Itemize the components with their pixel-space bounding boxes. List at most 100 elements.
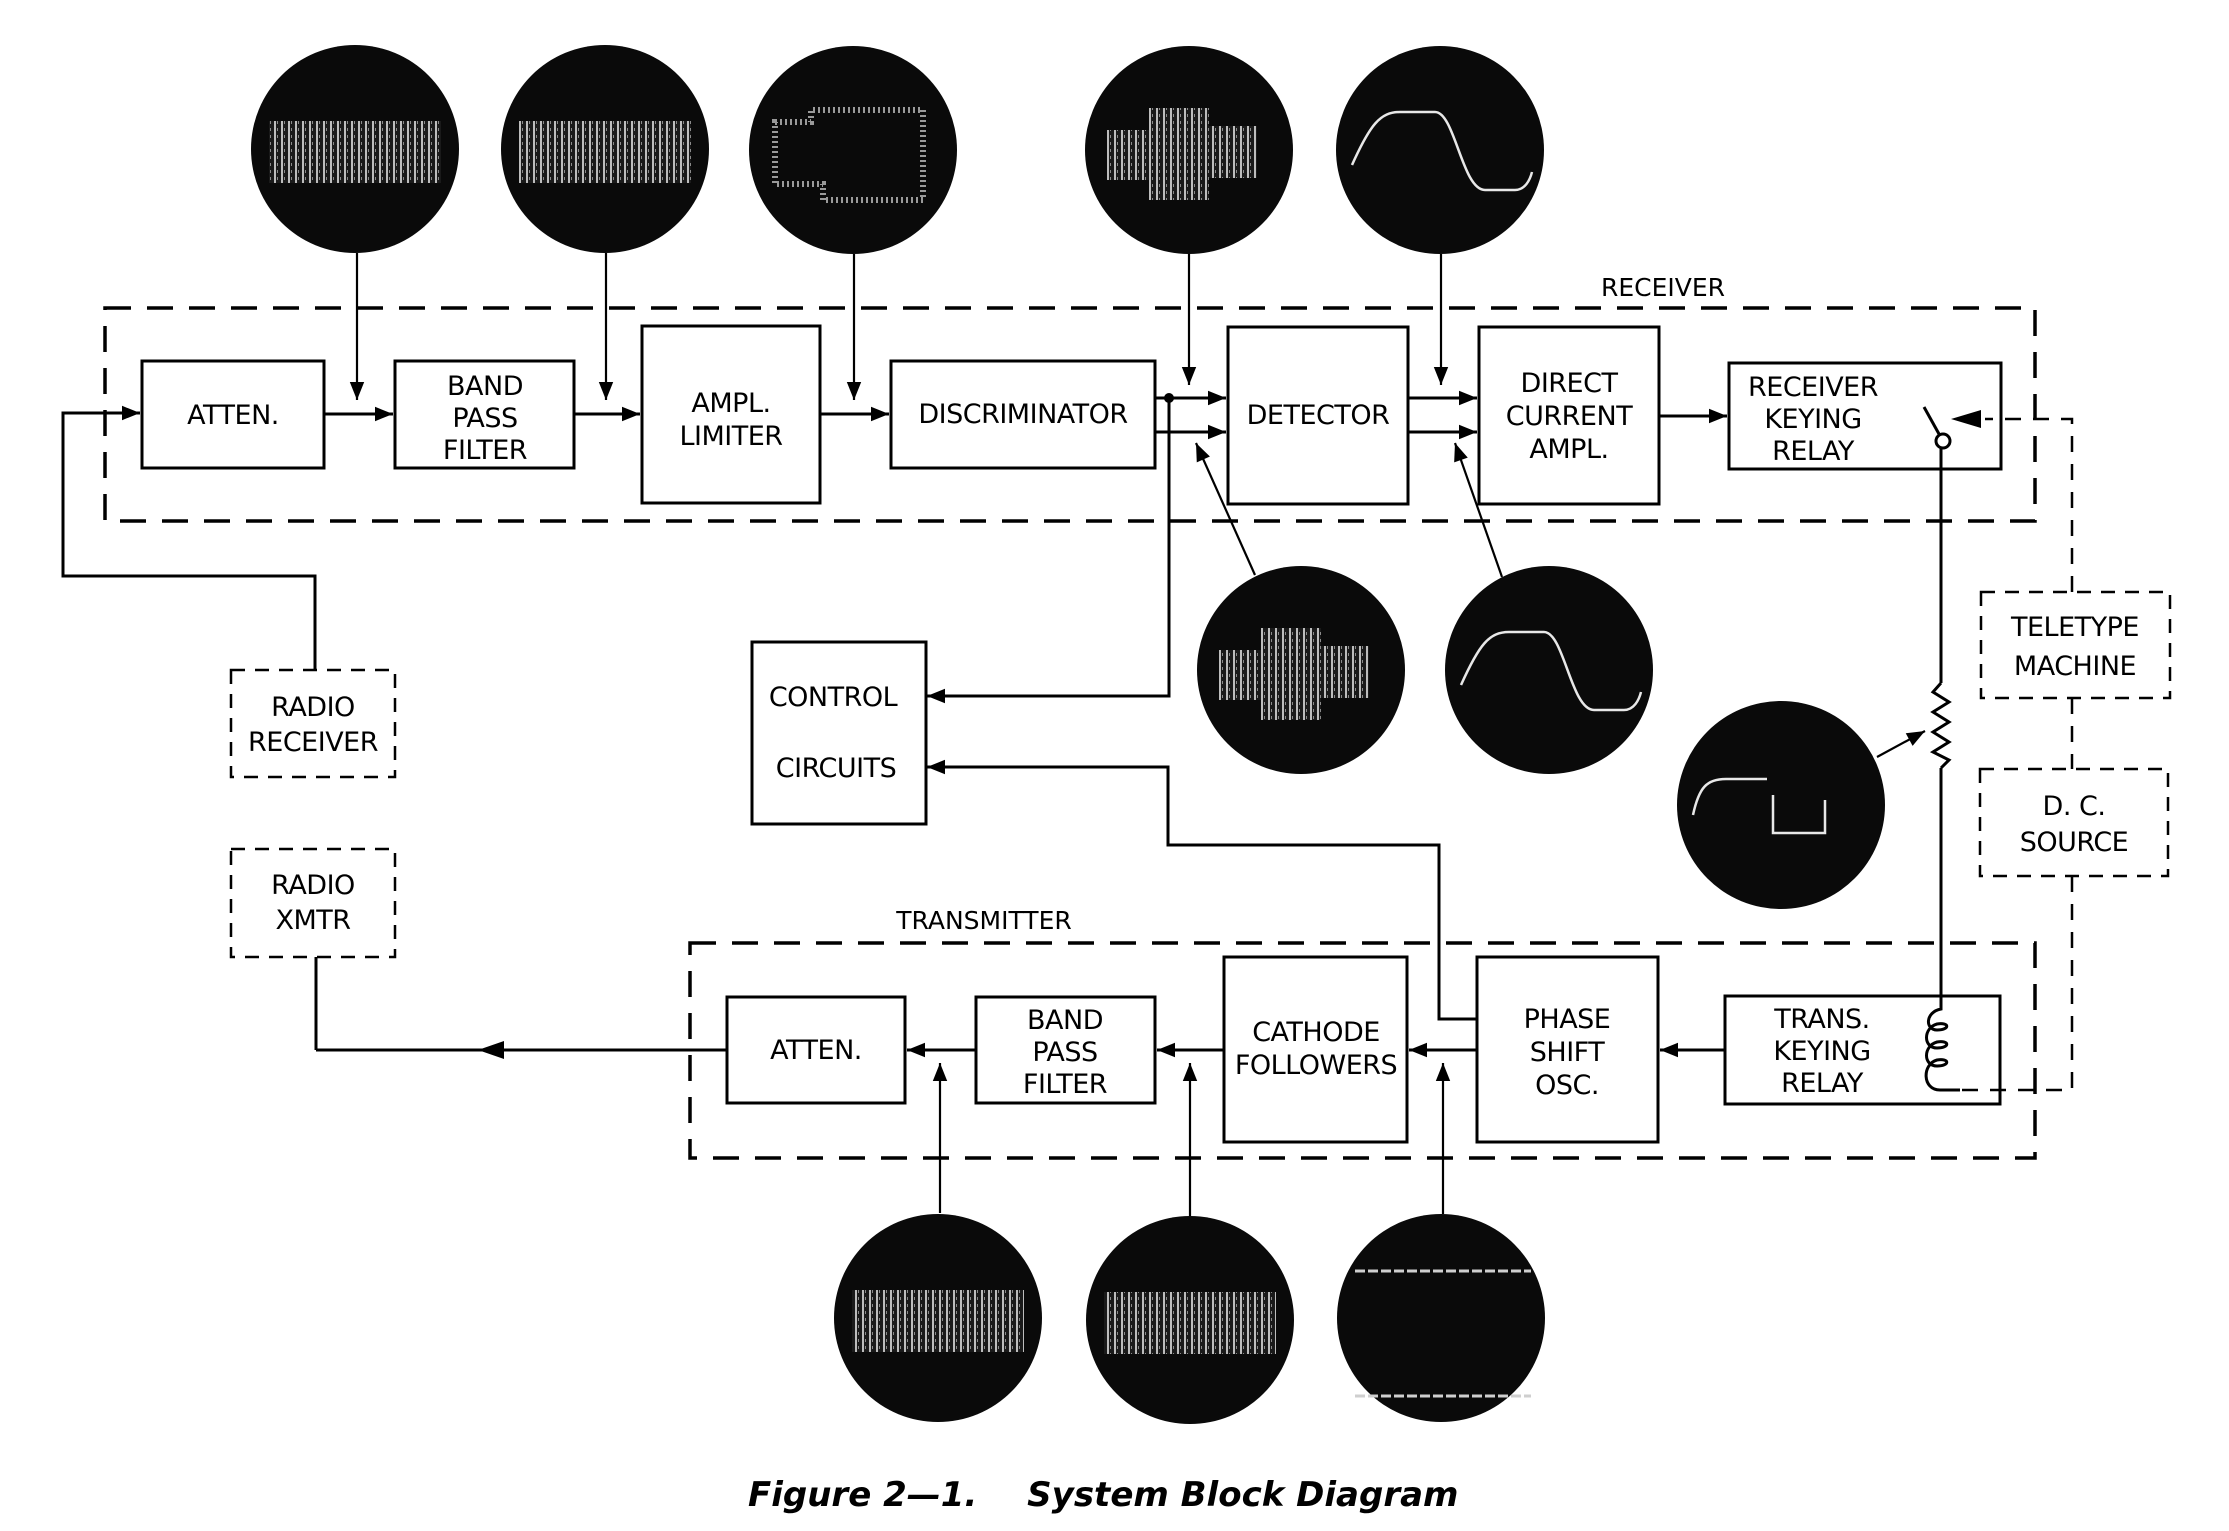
rx-dc-ampl-block: DIRECT CURRENT AMPL. <box>1477 325 1661 506</box>
svg-text:RADIO: RADIO <box>271 870 355 901</box>
block-label: BAND <box>447 371 523 402</box>
scope-screen-icon <box>1336 46 1544 254</box>
svg-text:DETECTOR: DETECTOR <box>1247 400 1390 431</box>
svg-text:OSC.: OSC. <box>1535 1070 1599 1101</box>
scope-screen-icon <box>749 46 957 254</box>
figure-caption: Figure 2—1. System Block Diagram <box>748 1475 1458 1515</box>
block-label: RELAY <box>1772 436 1855 467</box>
tx-cathode-followers-block: CATHODE FOLLOWERS <box>1222 955 1409 1144</box>
scope-tx-bpf-in <box>1086 1063 1294 1424</box>
wire-disc-to-control <box>927 398 1171 704</box>
probe-arrow <box>1453 442 1504 578</box>
svg-text:CONTROL: CONTROL <box>769 682 898 713</box>
block-label: BAND <box>1027 1005 1103 1036</box>
block-label: LIMITER <box>679 421 782 452</box>
block-label: PHASE <box>1524 1004 1611 1035</box>
block-label: DISCRIMINATOR <box>918 399 1127 430</box>
radio-receiver-block: RADIO RECEIVER <box>229 668 397 779</box>
svg-text:KEYING: KEYING <box>1773 1036 1870 1067</box>
wire-teletype-to-relay <box>1985 417 2074 592</box>
waveform-trace <box>772 107 926 203</box>
block-label: SHIFT <box>1530 1037 1605 1068</box>
waveform-trace <box>852 1290 1024 1352</box>
svg-text:AMPL.: AMPL. <box>1529 434 1608 465</box>
waveform-trace <box>519 121 691 183</box>
svg-text:RELAY: RELAY <box>1781 1068 1864 1099</box>
svg-text:RECEIVER: RECEIVER <box>1748 372 1878 403</box>
block-label: KEYING <box>1764 404 1861 435</box>
scope-discriminator-out <box>1085 46 1293 385</box>
transmitter-group-label: TRANSMITTER <box>895 906 1072 935</box>
scope-detector-in <box>1194 442 1405 774</box>
transmitter-signal-path <box>314 448 2074 1092</box>
block-label: CATHODE <box>1252 1017 1380 1048</box>
dc-source-block: D. C. SOURCE <box>1978 767 2170 878</box>
svg-text:XMTR: XMTR <box>275 905 350 936</box>
svg-text:TRANS.: TRANS. <box>1773 1004 1870 1035</box>
svg-text:CATHODE: CATHODE <box>1252 1017 1380 1048</box>
rx-atten-block: ATTEN. <box>140 359 326 470</box>
waveform-trace <box>1350 110 1534 192</box>
tx-atten-block: ATTEN. <box>725 995 907 1105</box>
block-label: XMTR <box>275 905 350 936</box>
svg-text:DISCRIMINATOR: DISCRIMINATOR <box>918 399 1127 430</box>
block-label: SOURCE <box>2020 827 2128 858</box>
block-label: CURRENT <box>1506 401 1633 432</box>
block-label: PASS <box>452 403 517 434</box>
oscilloscope-traces <box>251 45 1926 1424</box>
xmtr-direction-arrow-icon <box>478 1041 504 1059</box>
block-label: RECEIVER <box>248 727 378 758</box>
svg-text:FILTER: FILTER <box>1023 1069 1107 1100</box>
block-label: RELAY <box>1781 1068 1864 1099</box>
svg-text:MACHINE: MACHINE <box>2014 651 2136 682</box>
block-label: TELETYPE <box>2010 612 2139 643</box>
svg-text:CIRCUITS: CIRCUITS <box>776 753 896 784</box>
svg-text:DIRECT: DIRECT <box>1521 368 1619 399</box>
svg-text:PASS: PASS <box>1032 1037 1097 1068</box>
scope-tx-cf-in <box>1337 1063 1545 1422</box>
block-label: PASS <box>1032 1037 1097 1068</box>
rx-input-wire <box>61 405 317 670</box>
block-label: RECEIVER <box>1748 372 1878 403</box>
waveform-trace <box>1691 777 1827 835</box>
receiver-group-label: RECEIVER <box>1601 273 1725 302</box>
tx-keying-relay-block: TRANS. KEYING RELAY <box>1723 994 2002 1106</box>
probe-arrow <box>1194 442 1257 576</box>
rx-keying-relay-block: RECEIVER KEYING RELAY <box>1727 361 2003 471</box>
relay-contact-icon <box>1934 432 1952 450</box>
block-label: ATTEN. <box>187 400 279 431</box>
block-label: AMPL. <box>1529 434 1608 465</box>
control-circuits-block: CONTROL CIRCUITS <box>750 640 928 826</box>
scope-atten-out <box>251 45 459 400</box>
waveform-trace <box>1104 1292 1276 1354</box>
wire-osc-to-control <box>927 759 1477 1021</box>
svg-text:KEYING: KEYING <box>1764 404 1861 435</box>
block-label: DETECTOR <box>1247 400 1390 431</box>
waveform-trace <box>1107 108 1257 200</box>
caption-title: System Block Diagram <box>1027 1475 1458 1515</box>
svg-text:BAND: BAND <box>1027 1005 1103 1036</box>
block-label: FOLLOWERS <box>1235 1050 1397 1081</box>
rx-ampl-limiter-block: AMPL. LIMITER <box>640 324 822 505</box>
svg-text:ATTEN.: ATTEN. <box>187 400 279 431</box>
svg-text:LIMITER: LIMITER <box>679 421 782 452</box>
tx-phase-shift-osc-block: PHASE SHIFT OSC. <box>1475 955 1660 1144</box>
block-label: ATTEN. <box>770 1035 862 1066</box>
relay-switch-blade <box>1922 406 1941 435</box>
block-label: CIRCUITS <box>776 753 896 784</box>
svg-text:D. C.: D. C. <box>2043 791 2106 822</box>
svg-text:RECEIVER: RECEIVER <box>248 727 378 758</box>
svg-text:TELETYPE: TELETYPE <box>2010 612 2139 643</box>
wire-dc-source-to-relay <box>1962 876 2074 1092</box>
block-label: MACHINE <box>2014 651 2136 682</box>
block-label: D. C. <box>2043 791 2106 822</box>
block-label: KEYING <box>1773 1036 1870 1067</box>
resistor-icon <box>1929 682 1952 770</box>
scope-limiter-out <box>749 46 957 400</box>
svg-text:AMPL.: AMPL. <box>691 388 770 419</box>
scope-screen-icon <box>1337 1214 1545 1422</box>
rx-band-pass-filter-block: BAND PASS FILTER <box>393 359 576 470</box>
waveform-trace <box>1219 628 1369 720</box>
scope-keying-line <box>1677 701 1926 909</box>
svg-text:BAND: BAND <box>447 371 523 402</box>
